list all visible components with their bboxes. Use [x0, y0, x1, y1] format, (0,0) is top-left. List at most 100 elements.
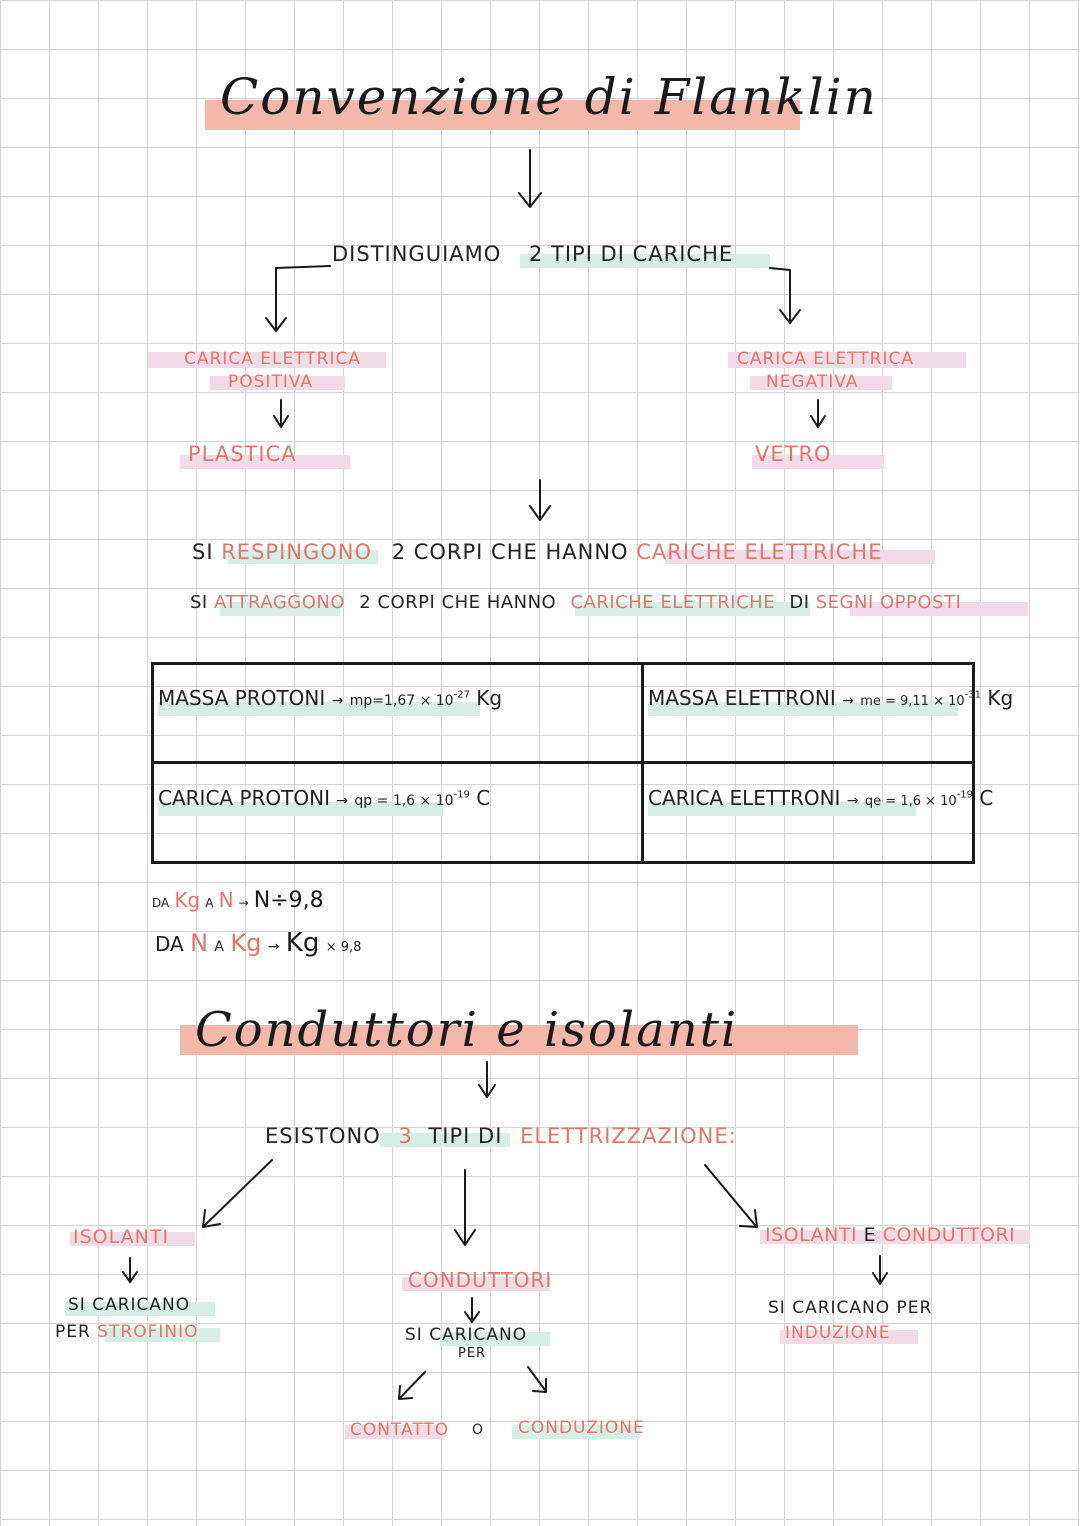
si-caricano-highlight — [65, 1302, 215, 1316]
title2-highlight — [180, 1025, 858, 1055]
rule-attraggono: SI ATTRAGGONO 2 CORPI CHE HANNO CARICHE … — [190, 592, 961, 613]
carica-elettroni-label: CARICA ELETTRONI — [648, 786, 841, 810]
massa-elettroni-formula: me = 9,11 × 10 — [860, 694, 965, 709]
contatto-label: CONTATTO — [350, 1420, 450, 1440]
conv1-n: N — [218, 888, 234, 912]
respingono-highlight — [228, 550, 378, 564]
carica-protoni-formula: qp = 1,6 × 10 — [354, 793, 454, 809]
esistono-text: ESISTONO 3 TIPI DI ELETTRIZZAZIONE: — [265, 1124, 737, 1148]
cell-carica-protoni: CARICA PROTONI → qp = 1,6 × 10-19 C — [158, 786, 491, 810]
cariche-highlight-3 — [575, 602, 810, 616]
conv2-arrow: → — [267, 939, 280, 955]
positive-example: PLASTICA — [188, 442, 297, 466]
section-title: Conduttori e isolanti — [195, 1002, 739, 1058]
negative-highlight-2 — [750, 376, 892, 390]
attraggono-highlight — [220, 602, 340, 616]
strofinio-highlight — [105, 1328, 220, 1342]
isolanti-per: PER — [55, 1322, 91, 1342]
induzione-highlight — [780, 1330, 918, 1344]
rule2-of: DI — [789, 592, 810, 613]
cell-massa-elettroni: MASSA ELETTRONI → me = 9,11 × 10-31 Kg — [648, 686, 1014, 710]
rule2-verb: ATTRAGGONO — [213, 592, 346, 613]
carica-elettroni-highlight — [648, 802, 916, 816]
rule2-mid: 2 CORPI CHE HANNO — [359, 592, 557, 613]
positive-highlight-1 — [148, 352, 386, 368]
carica-elettroni-formula: qe = 1,6 × 10 — [864, 794, 957, 809]
esistono-pre: ESISTONO — [265, 1124, 381, 1148]
massa-elettroni-exp: -31 — [964, 689, 981, 701]
opposti-highlight — [850, 602, 1028, 616]
positive-highlight-2 — [210, 376, 345, 390]
table-horizontal-divider — [151, 761, 975, 764]
esistono-word: ELETTRIZZAZIONE: — [520, 1124, 737, 1148]
conduzione-highlight — [512, 1425, 640, 1439]
cariche-highlight — [520, 254, 770, 268]
isolanti-label: ISOLANTI — [73, 1226, 170, 1248]
massa-protoni-formula: mp=1,67 × 10 — [349, 693, 454, 709]
conduttori-highlight — [402, 1277, 550, 1291]
two-types-label: 2 TIPI DI CARICHE — [528, 242, 734, 266]
contatto-highlight — [345, 1425, 443, 1439]
rule2-obj: CARICHE ELETTRICHE — [570, 592, 776, 613]
massa-protoni-exp: -27 — [453, 689, 470, 701]
entrambi-b: CONDUTTORI — [882, 1224, 1016, 1246]
negative-highlight-1 — [728, 352, 966, 368]
massa-protoni-unit: Kg — [476, 686, 503, 710]
isolanti-highlight — [70, 1232, 195, 1246]
isolanti-line2: PER STROFINIO — [55, 1322, 199, 1342]
esistono-num: 3 — [398, 1124, 413, 1148]
rule2-tail: SEGNI OPPOSTI — [815, 592, 962, 613]
cell-massa-protoni: MASSA PROTONI → mp=1,67 × 10-27 Kg — [158, 686, 503, 710]
cariche-highlight-2 — [665, 550, 935, 564]
conversion-n-to-kg: DA N A Kg → Kg × 9,8 — [155, 928, 361, 958]
isolanti-conduttori-highlight — [760, 1230, 1030, 1244]
conv1-kg: Kg — [174, 888, 201, 912]
conv1-result: N÷9,8 — [253, 888, 324, 913]
rule-respingono: SI RESPINGONO 2 CORPI CHE HANNO CARICHE … — [192, 540, 883, 564]
negative-example: VETRO — [755, 442, 832, 466]
tipi-highlight — [380, 1133, 510, 1147]
conv2-a: A — [214, 939, 224, 955]
conv1-a: A — [205, 896, 214, 910]
esistono-mid: TIPI DI — [428, 1124, 503, 1148]
distinguiamo-label: DISTINGUIAMO — [332, 242, 502, 266]
entrambi-e: E — [863, 1224, 877, 1246]
isolanti-method: STROFINIO — [97, 1322, 199, 1342]
plastica-highlight — [180, 455, 350, 469]
isolanti-line1: SI CARICANO — [68, 1295, 191, 1315]
entrambi-line1: SI CARICANO PER — [768, 1298, 933, 1318]
conduttori-line2: PER — [458, 1346, 487, 1361]
massa-protoni-highlight — [158, 702, 480, 716]
negative-line2: NEGATIVA — [766, 372, 859, 392]
rule2-si: SI — [190, 592, 208, 613]
massa-elettroni-unit: Kg — [987, 686, 1014, 710]
carica-protoni-highlight — [158, 802, 443, 816]
rule1-si: SI — [192, 540, 214, 564]
caricano-highlight — [440, 1332, 550, 1346]
isolanti-conduttori-label: ISOLANTI E CONDUTTORI — [765, 1224, 1015, 1246]
carica-protoni-label: CARICA PROTONI — [158, 786, 330, 810]
carica-protoni-unit: C — [476, 786, 491, 810]
cell-carica-elettroni: CARICA ELETTRONI → qe = 1,6 × 10-19 C — [648, 786, 994, 810]
negative-line1: CARICA ELETTRICA — [737, 349, 914, 369]
conduttori-line1: SI CARICANO — [405, 1325, 528, 1345]
conduzione-label: CONDUZIONE — [518, 1418, 645, 1438]
page-title: Convenzione di Flanklin — [220, 68, 878, 126]
or-label: O — [472, 1422, 485, 1438]
conv1-arrow: → — [238, 896, 249, 910]
carica-protoni-exp: -19 — [453, 789, 470, 801]
positive-line1: CARICA ELETTRICA — [184, 349, 361, 369]
carica-elettroni-exp: -19 — [956, 789, 974, 801]
conv2-factor: × 9,8 — [325, 940, 362, 955]
massa-elettroni-highlight — [648, 702, 958, 716]
conv2-n: N — [190, 929, 209, 957]
rule1-verb: RESPINGONO — [221, 540, 373, 564]
conv2-da: DA — [155, 932, 184, 956]
conduttori-label: CONDUTTORI — [408, 1268, 553, 1292]
conv2-kg: Kg — [230, 929, 262, 957]
distinguiamo-text: DISTINGUIAMO 2 TIPI DI CARICHE — [332, 242, 733, 266]
conv2-result: Kg — [285, 928, 320, 958]
conv1-da: DA — [152, 896, 170, 910]
rule1-mid: 2 CORPI CHE HANNO — [391, 540, 629, 564]
